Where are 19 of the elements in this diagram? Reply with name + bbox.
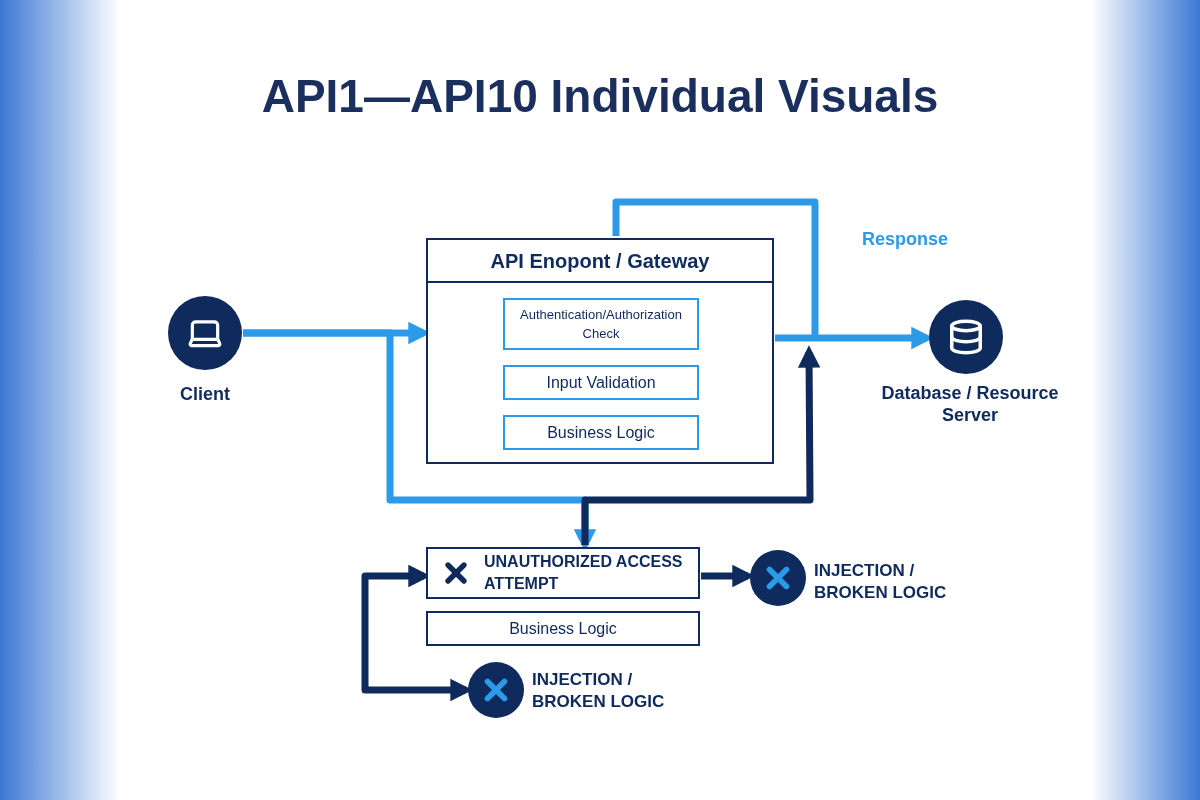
response-label: Response (862, 228, 949, 251)
box-text: Input Validation (546, 372, 656, 393)
node-caption: INJECTION / BROKEN LOGIC (814, 560, 948, 604)
node-caption: Client (179, 383, 231, 405)
arrow (581, 345, 821, 545)
process-box (503, 365, 699, 400)
box-text: Business Logic (547, 422, 655, 443)
node-caption: Database / Resource Server (880, 382, 1060, 426)
process-box (503, 298, 699, 350)
box-text: Business Logic (509, 618, 617, 639)
title: API1—API10 Individual Visuals (260, 69, 940, 124)
node-caption: INJECTION / BROKEN LOGIC (532, 669, 666, 713)
box-text: UNAUTHORIZED ACCESS ATTEMPT (484, 552, 684, 594)
process-box (503, 415, 699, 450)
box-text: Authentication/Authorization Check (519, 306, 683, 343)
process-box (426, 547, 700, 599)
gateway-box (426, 238, 774, 464)
process-box (426, 611, 700, 646)
box-heading: API Enopont / Gateway (490, 248, 710, 274)
